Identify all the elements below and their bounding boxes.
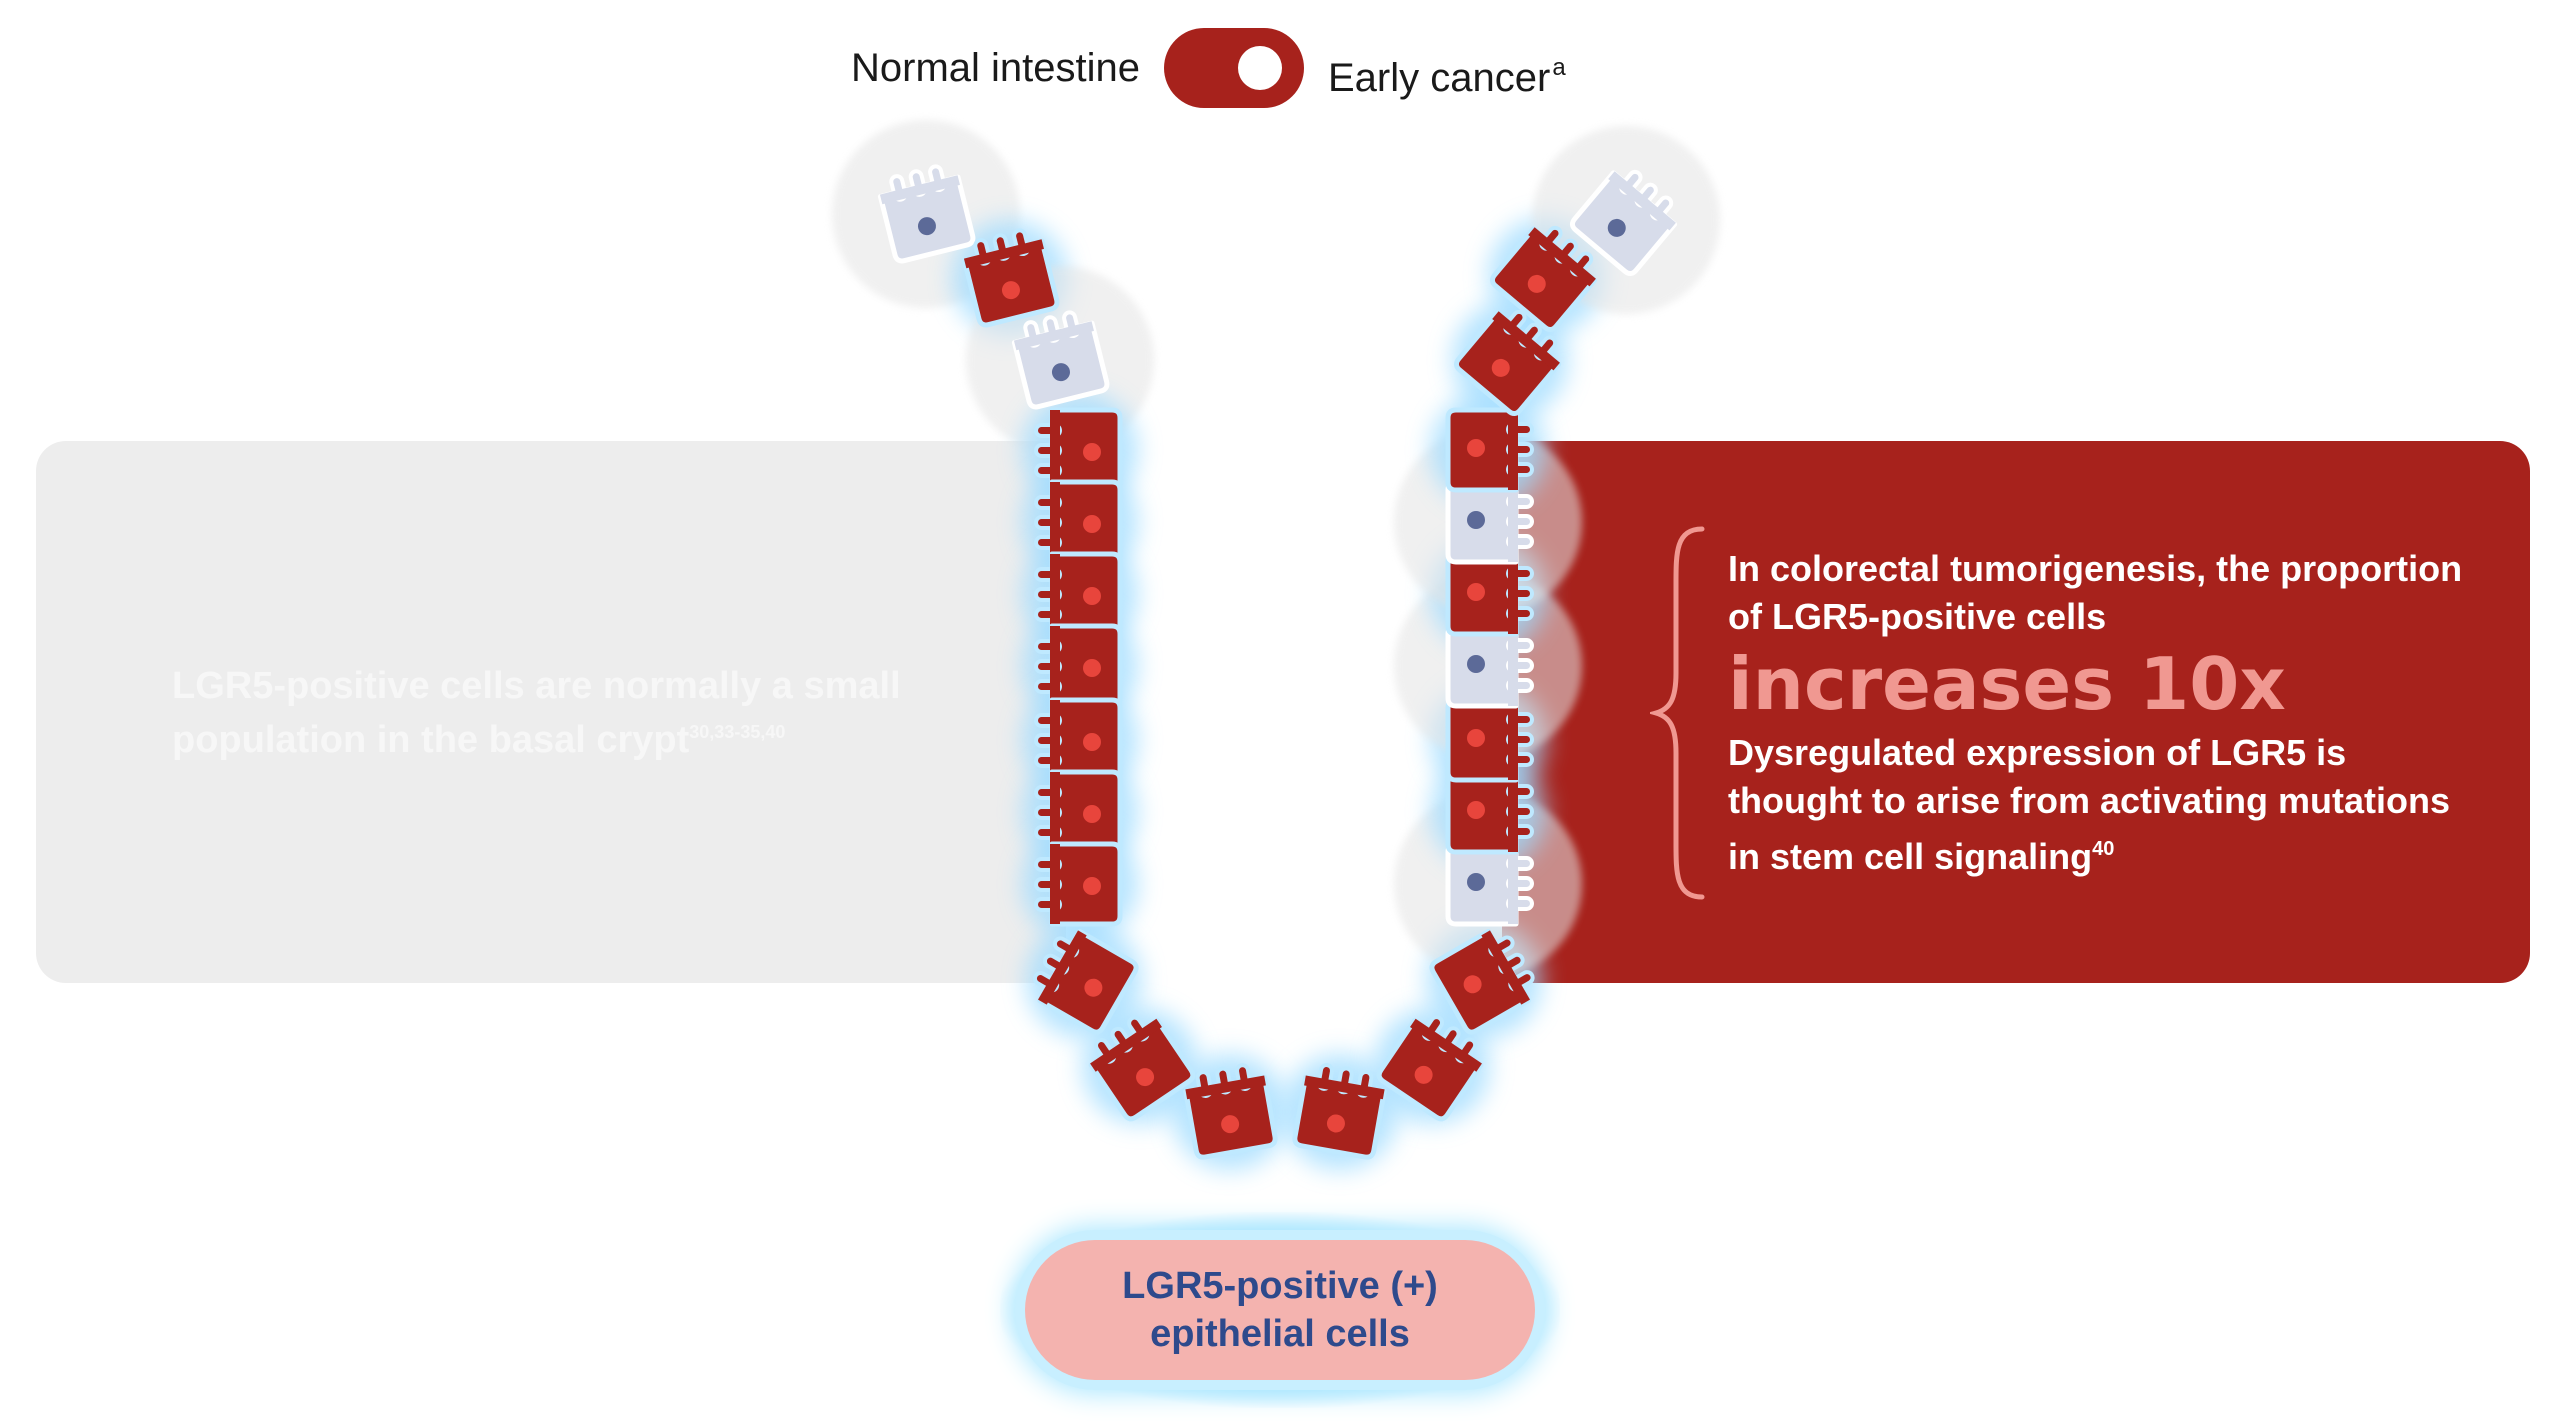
- lgr5-positive-cell: [1032, 928, 1139, 1035]
- lgr5-positive-cell: [1445, 407, 1534, 493]
- normal-epithelial-cell: [1011, 310, 1110, 410]
- normal-epithelial-cell: [1569, 169, 1678, 277]
- lgr5-positive-cell: [1445, 697, 1534, 783]
- normal-epithelial-cell: [1445, 623, 1534, 709]
- lgr5-positive-cell: [1034, 407, 1123, 493]
- lgr5-positive-cell: [1429, 928, 1535, 1035]
- normal-info-panel: LGR5-positive cells are normally a small…: [36, 441, 1066, 983]
- lgr5-positive-cell: [1034, 479, 1123, 565]
- toggle-label-normal[interactable]: Normal intestine: [850, 46, 1140, 90]
- cancer-info-content: In colorectal tumorigenesis, the proport…: [1728, 545, 2488, 881]
- lgr5-positive-cell: [1088, 1015, 1196, 1122]
- lgr5-positive-cell: [1376, 1015, 1484, 1122]
- toggle-label-early-cancer-text: Early cancer: [1328, 56, 1551, 100]
- normal-info-body: LGR5-positive cells are normally a small…: [172, 665, 901, 761]
- cancer-info-intro: In colorectal tumorigenesis, the proport…: [1728, 548, 2463, 637]
- crypt-cell-layer: [877, 164, 1678, 1160]
- lgr5-positive-cell: [1489, 225, 1598, 333]
- legend-lgr5-positive: LGR5-positive (+) epithelial cells: [1025, 1240, 1535, 1380]
- lgr5-positive-cell: [1034, 623, 1123, 709]
- cancer-info-explain: Dysregulated expression of LGR5 is thoug…: [1728, 729, 2488, 881]
- cancer-info-panel: In colorectal tumorigenesis, the proport…: [1502, 441, 2530, 983]
- lgr5-positive-cell: [1034, 697, 1123, 783]
- curly-brace-icon: [1650, 526, 1705, 900]
- normal-epithelial-cell: [877, 164, 976, 264]
- toggle-switch[interactable]: [1164, 28, 1304, 108]
- lgr5-positive-cell: [1453, 309, 1562, 417]
- lgr5-positive-cell: [1034, 769, 1123, 855]
- cancer-info-explain-ref: 40: [2092, 838, 2115, 860]
- cancer-info-explain-text: Dysregulated expression of LGR5 is thoug…: [1728, 732, 2451, 877]
- lgr5-positive-cell: [1183, 1063, 1278, 1160]
- toggle-knob[interactable]: [1238, 46, 1282, 90]
- lgr5-positive-cell: [1034, 551, 1123, 637]
- legend-line-1: LGR5-positive (+): [1122, 1265, 1438, 1307]
- legend-line-2: epithelial cells: [1150, 1313, 1410, 1355]
- toggle-label-footnote: a: [1552, 54, 1566, 81]
- toggle-label-early-cancer[interactable]: Early cancera: [1328, 40, 1566, 106]
- normal-info-ref: 30,33-35,40: [689, 722, 786, 742]
- lgr5-positive-cell: [961, 228, 1060, 328]
- lgr5-positive-cell: [1445, 769, 1534, 855]
- normal-info-text: LGR5-positive cells are normally a small…: [172, 663, 952, 763]
- lgr5-positive-cell: [1034, 841, 1123, 927]
- lgr5-positive-cell: [1292, 1063, 1387, 1160]
- view-toggle: Normal intestine Early cancera: [0, 26, 2560, 110]
- cancer-info-stat: increases 10x: [1728, 642, 2286, 726]
